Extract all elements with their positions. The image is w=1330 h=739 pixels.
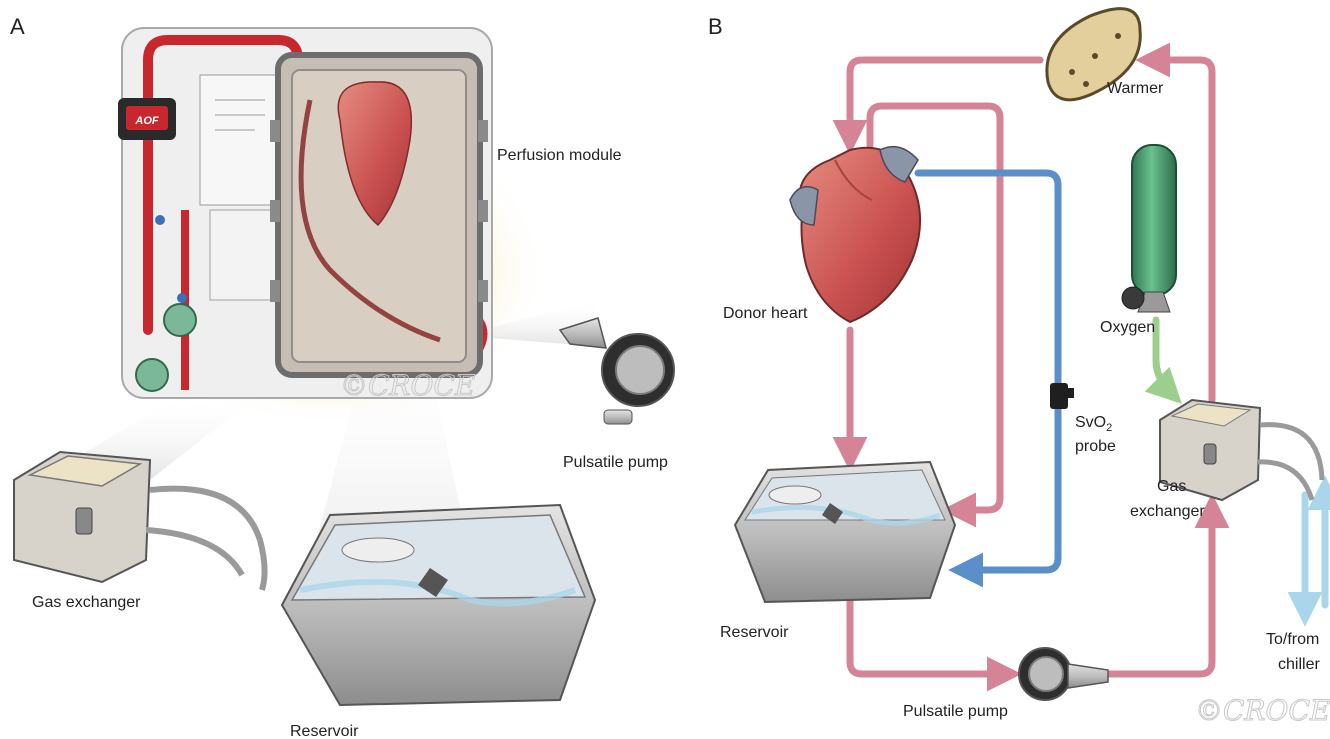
- label-gas-exchanger-b-2: exchanger: [1130, 503, 1205, 520]
- label-svo2-probe: probe: [1075, 438, 1116, 455]
- perfusion-module-device: AOF: [118, 28, 492, 398]
- arrow-oxygen-to-gasexchanger: [1156, 320, 1170, 392]
- label-pulsatile-pump-a: Pulsatile pump: [563, 454, 668, 471]
- pulsatile-pump-a: [560, 318, 674, 424]
- panel-a: A AOF: [10, 14, 674, 739]
- donor-heart: [790, 147, 920, 322]
- label-reservoir-b: Reservoir: [720, 624, 789, 641]
- pulsatile-pump-b: [1019, 648, 1108, 700]
- label-svo2: SvO2: [1075, 414, 1112, 434]
- gas-exchanger-a: [14, 452, 265, 590]
- label-gas-exchanger-a: Gas exchanger: [32, 594, 141, 611]
- arrow-warmer-to-heart: [850, 60, 1040, 138]
- label-donor-heart: Donor heart: [723, 305, 808, 322]
- reservoir-a: [282, 505, 595, 705]
- label-svo2-sub: 2: [1106, 422, 1112, 434]
- label-oxygen: Oxygen: [1100, 319, 1155, 336]
- label-gas-exchanger-b-1: Gas: [1157, 478, 1186, 495]
- oxygen-cylinder: [1122, 145, 1176, 312]
- panel-b: B: [708, 9, 1330, 727]
- svo2-probe: [1050, 383, 1074, 409]
- label-chiller-1: To/from: [1266, 631, 1319, 648]
- signature-b: ©CROCE: [1195, 694, 1330, 727]
- label-perfusion-module: Perfusion module: [497, 147, 622, 164]
- reservoir-b: [735, 462, 955, 602]
- label-pulsatile-pump-b: Pulsatile pump: [903, 703, 1008, 720]
- panel-b-letter: B: [708, 14, 723, 39]
- signature-a: ©CROCE: [340, 369, 475, 402]
- label-reservoir-a: Reservoir: [290, 723, 359, 739]
- label-warmer: Warmer: [1107, 80, 1164, 97]
- aof-badge: AOF: [134, 115, 159, 127]
- panel-a-letter: A: [10, 14, 25, 39]
- label-svo2-main: SvO: [1075, 414, 1106, 431]
- label-chiller-2: chiller: [1278, 656, 1320, 673]
- arrow-reservoir-to-pump: [850, 600, 1005, 674]
- arrow-pump-to-gasexchanger: [1110, 510, 1212, 674]
